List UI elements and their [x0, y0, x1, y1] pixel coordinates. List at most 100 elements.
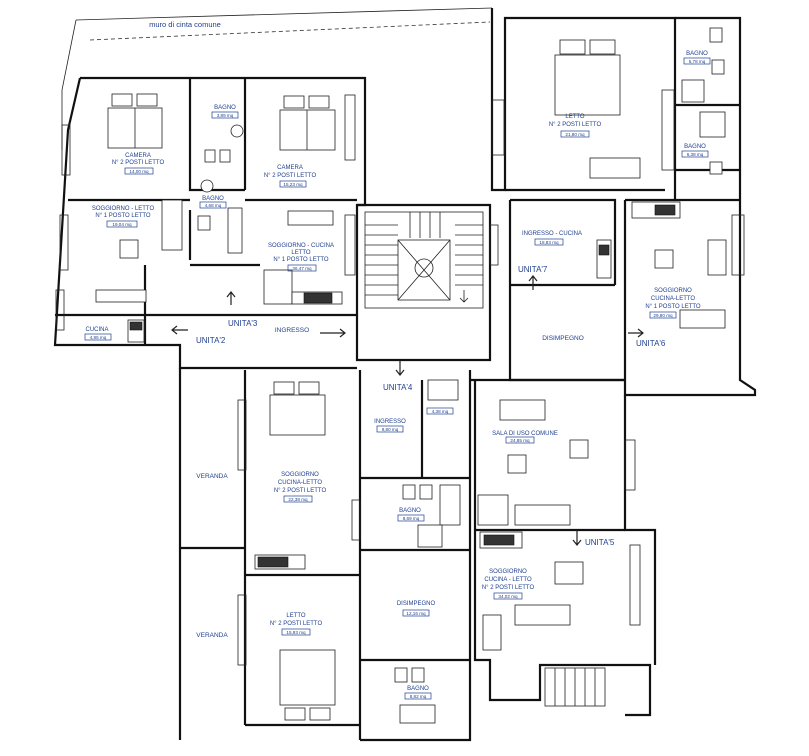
svg-text:LETTO: LETTO	[286, 613, 306, 619]
bed-icon	[269, 394, 326, 436]
svg-text:9,80 mq: 9,80 mq	[382, 427, 399, 432]
svg-text:8,82 mq: 8,82 mq	[410, 694, 427, 699]
room-veranda-2: VERANDA	[196, 632, 228, 639]
room-veranda-1: VERANDA	[196, 473, 228, 480]
lower-wing-walls	[178, 368, 657, 742]
boundary-label: muro di cinta comune	[149, 20, 221, 29]
room-bagno-6: BAGNO 8,69 mq	[397, 508, 425, 522]
room-bagno-5: 4,38 mq	[426, 407, 454, 415]
svg-text:19,04 mq: 19,04 mq	[112, 222, 132, 227]
svg-text:14,00 mq: 14,00 mq	[129, 169, 149, 174]
svg-text:4,38 mq: 4,38 mq	[432, 409, 449, 414]
unit-6-label: UNITA'6	[636, 339, 666, 348]
bed-icon	[279, 109, 336, 151]
unit-7-label: UNITA'7	[518, 265, 548, 274]
svg-text:36,47 mq: 36,47 mq	[292, 266, 312, 271]
svg-text:18,83 mq: 18,83 mq	[539, 240, 559, 245]
svg-text:SOGGIORNO: SOGGIORNO	[654, 288, 692, 294]
svg-text:4,68 mq: 4,68 mq	[205, 203, 222, 208]
room-letto-2: LETTO N° 2 POSTI LETTO 15,93 mq	[270, 613, 323, 636]
svg-text:BAGNO: BAGNO	[686, 51, 708, 57]
svg-text:INGRESSO - CUCINA: INGRESSO - CUCINA	[522, 231, 582, 237]
bed-icon	[279, 649, 336, 706]
room-soggiorno-cucina-letto-4: SOGGIORNO CUCINA - LETTO N° 2 POSTI LETT…	[482, 569, 535, 600]
room-bagno-2: BAGNO 4,68 mq	[199, 196, 227, 209]
sofa-icon	[287, 210, 334, 226]
svg-text:N° 2 POSTI LETTO: N° 2 POSTI LETTO	[549, 122, 602, 128]
svg-text:6,38 mq: 6,38 mq	[687, 152, 704, 157]
svg-text:DISIMPEGNO: DISIMPEGNO	[397, 601, 436, 607]
svg-text:CAMERA: CAMERA	[277, 165, 303, 171]
svg-text:24,85 mq: 24,85 mq	[510, 438, 530, 443]
svg-text:N° 2 POSTI LETTO: N° 2 POSTI LETTO	[264, 173, 317, 179]
room-bagno-7: BAGNO 8,82 mq	[404, 686, 432, 700]
room-soggiorno-cucina-letto-2: SOGGIORNO CUCINA-LETTO N° 1 POSTO LETTO …	[645, 288, 701, 319]
furniture	[95, 27, 727, 724]
svg-text:N° 1 POSTO LETTO: N° 1 POSTO LETTO	[273, 257, 329, 263]
svg-text:BAGNO: BAGNO	[407, 686, 429, 692]
room-disimpegno-2: DISIMPEGNO 12,16 mq	[397, 601, 436, 617]
unit-markers: UNITA'3 UNITA'2 UNITA'4 UNITA'7 UNITA'6 …	[171, 265, 666, 547]
room-letto-1: LETTO N° 2 POSTI LETTO 21,80 mq	[549, 114, 602, 138]
svg-text:INGRESSO: INGRESSO	[374, 419, 406, 425]
room-bagno-4: BAGNO 6,38 mq	[681, 144, 709, 158]
svg-text:3,89 mq: 3,89 mq	[217, 113, 234, 118]
svg-text:5,78 mq: 5,78 mq	[689, 59, 706, 64]
svg-text:4,85 mq: 4,85 mq	[90, 335, 107, 340]
svg-text:BAGNO: BAGNO	[214, 105, 236, 111]
room-disimpegno-1: DISIMPEGNO	[542, 335, 584, 342]
svg-text:29,80 mq: 29,80 mq	[653, 313, 673, 318]
unit-2-label: UNITA'2	[196, 336, 226, 345]
svg-text:SALA DI USO COMUNE: SALA DI USO COMUNE	[492, 431, 558, 437]
unit-3-label: UNITA'3	[228, 319, 258, 328]
svg-text:21,80 mq: 21,80 mq	[565, 132, 585, 137]
sink-icon	[230, 124, 244, 138]
svg-text:SOGGIORNO - LETTO: SOGGIORNO - LETTO	[92, 206, 155, 212]
svg-text:15,23 mq: 15,23 mq	[283, 182, 303, 187]
room-soggiorno-cucina-letto-1: SOGGIORNO - CUCINA LETTO N° 1 POSTO LETT…	[268, 243, 334, 272]
sofa-icon	[499, 399, 546, 421]
svg-text:CUCINA-LETTO: CUCINA-LETTO	[651, 296, 696, 302]
sofa-icon	[514, 604, 571, 626]
stair-core	[355, 203, 492, 362]
svg-text:SOGGIORNO: SOGGIORNO	[489, 569, 527, 575]
unit-5-label: UNITA'5	[585, 538, 615, 547]
svg-text:CUCINA - LETTO: CUCINA - LETTO	[484, 577, 532, 583]
room-cucina-1: CUCINA 4,85 mq	[84, 327, 112, 341]
bed-icon	[554, 54, 621, 116]
svg-text:BAGNO: BAGNO	[202, 196, 224, 202]
svg-text:CUCINA-LETTO: CUCINA-LETTO	[278, 480, 323, 486]
svg-text:34,02 mq: 34,02 mq	[498, 594, 518, 599]
sofa-icon	[679, 309, 726, 329]
sofa-icon	[589, 157, 641, 179]
unit-4-label: UNITA'4	[383, 383, 413, 392]
svg-text:CUCINA: CUCINA	[85, 327, 108, 333]
svg-text:CAMERA: CAMERA	[125, 153, 151, 159]
room-bagno-3: BAGNO 5,78 mq	[683, 51, 711, 65]
room-camera-2: CAMERA N° 2 POSTI LETTO 15,23 mq	[264, 165, 317, 188]
svg-text:N° 1 POSTO LETTO: N° 1 POSTO LETTO	[95, 213, 151, 219]
room-ingresso-2: INGRESSO 9,80 mq	[374, 419, 406, 433]
svg-text:LETTO: LETTO	[291, 250, 311, 256]
svg-text:12,16 mq: 12,16 mq	[406, 611, 426, 616]
svg-text:22,38 mq: 22,38 mq	[288, 497, 308, 502]
room-ingresso-cucina: INGRESSO - CUCINA 18,83 mq	[522, 231, 582, 246]
room-bagno-1: BAGNO 3,89 mq	[211, 105, 239, 119]
svg-text:BAGNO: BAGNO	[399, 508, 421, 514]
room-soggiorno-cucina-letto-3: SOGGIORNO CUCINA-LETTO N° 2 POSTI LETTO …	[274, 472, 326, 503]
svg-text:N° 2 POSTI LETTO: N° 2 POSTI LETTO	[112, 160, 165, 166]
svg-text:N° 2 POSTI LETTO: N° 2 POSTI LETTO	[270, 621, 323, 627]
left-wing-walls	[53, 76, 367, 370]
svg-text:N° 1 POSTO LETTO: N° 1 POSTO LETTO	[645, 304, 701, 310]
sofa-icon	[514, 504, 571, 526]
room-soggiorno-letto-1: SOGGIORNO - LETTO N° 1 POSTO LETTO 19,04…	[92, 206, 155, 228]
room-sala-uso-comune: SALA DI USO COMUNE 24,85 mq	[492, 431, 558, 444]
svg-text:N° 2 POSTI LETTO: N° 2 POSTI LETTO	[482, 585, 535, 591]
svg-text:15,93 mq: 15,93 mq	[286, 630, 306, 635]
svg-text:SOGGIORNO - CUCINA: SOGGIORNO - CUCINA	[268, 243, 334, 249]
svg-text:LETTO: LETTO	[565, 114, 585, 120]
svg-text:BAGNO: BAGNO	[684, 144, 706, 150]
room-labels: CAMERA N° 2 POSTI LETTO 14,00 mq BAGNO 3…	[84, 51, 711, 700]
svg-text:8,69 mq: 8,69 mq	[403, 516, 420, 521]
